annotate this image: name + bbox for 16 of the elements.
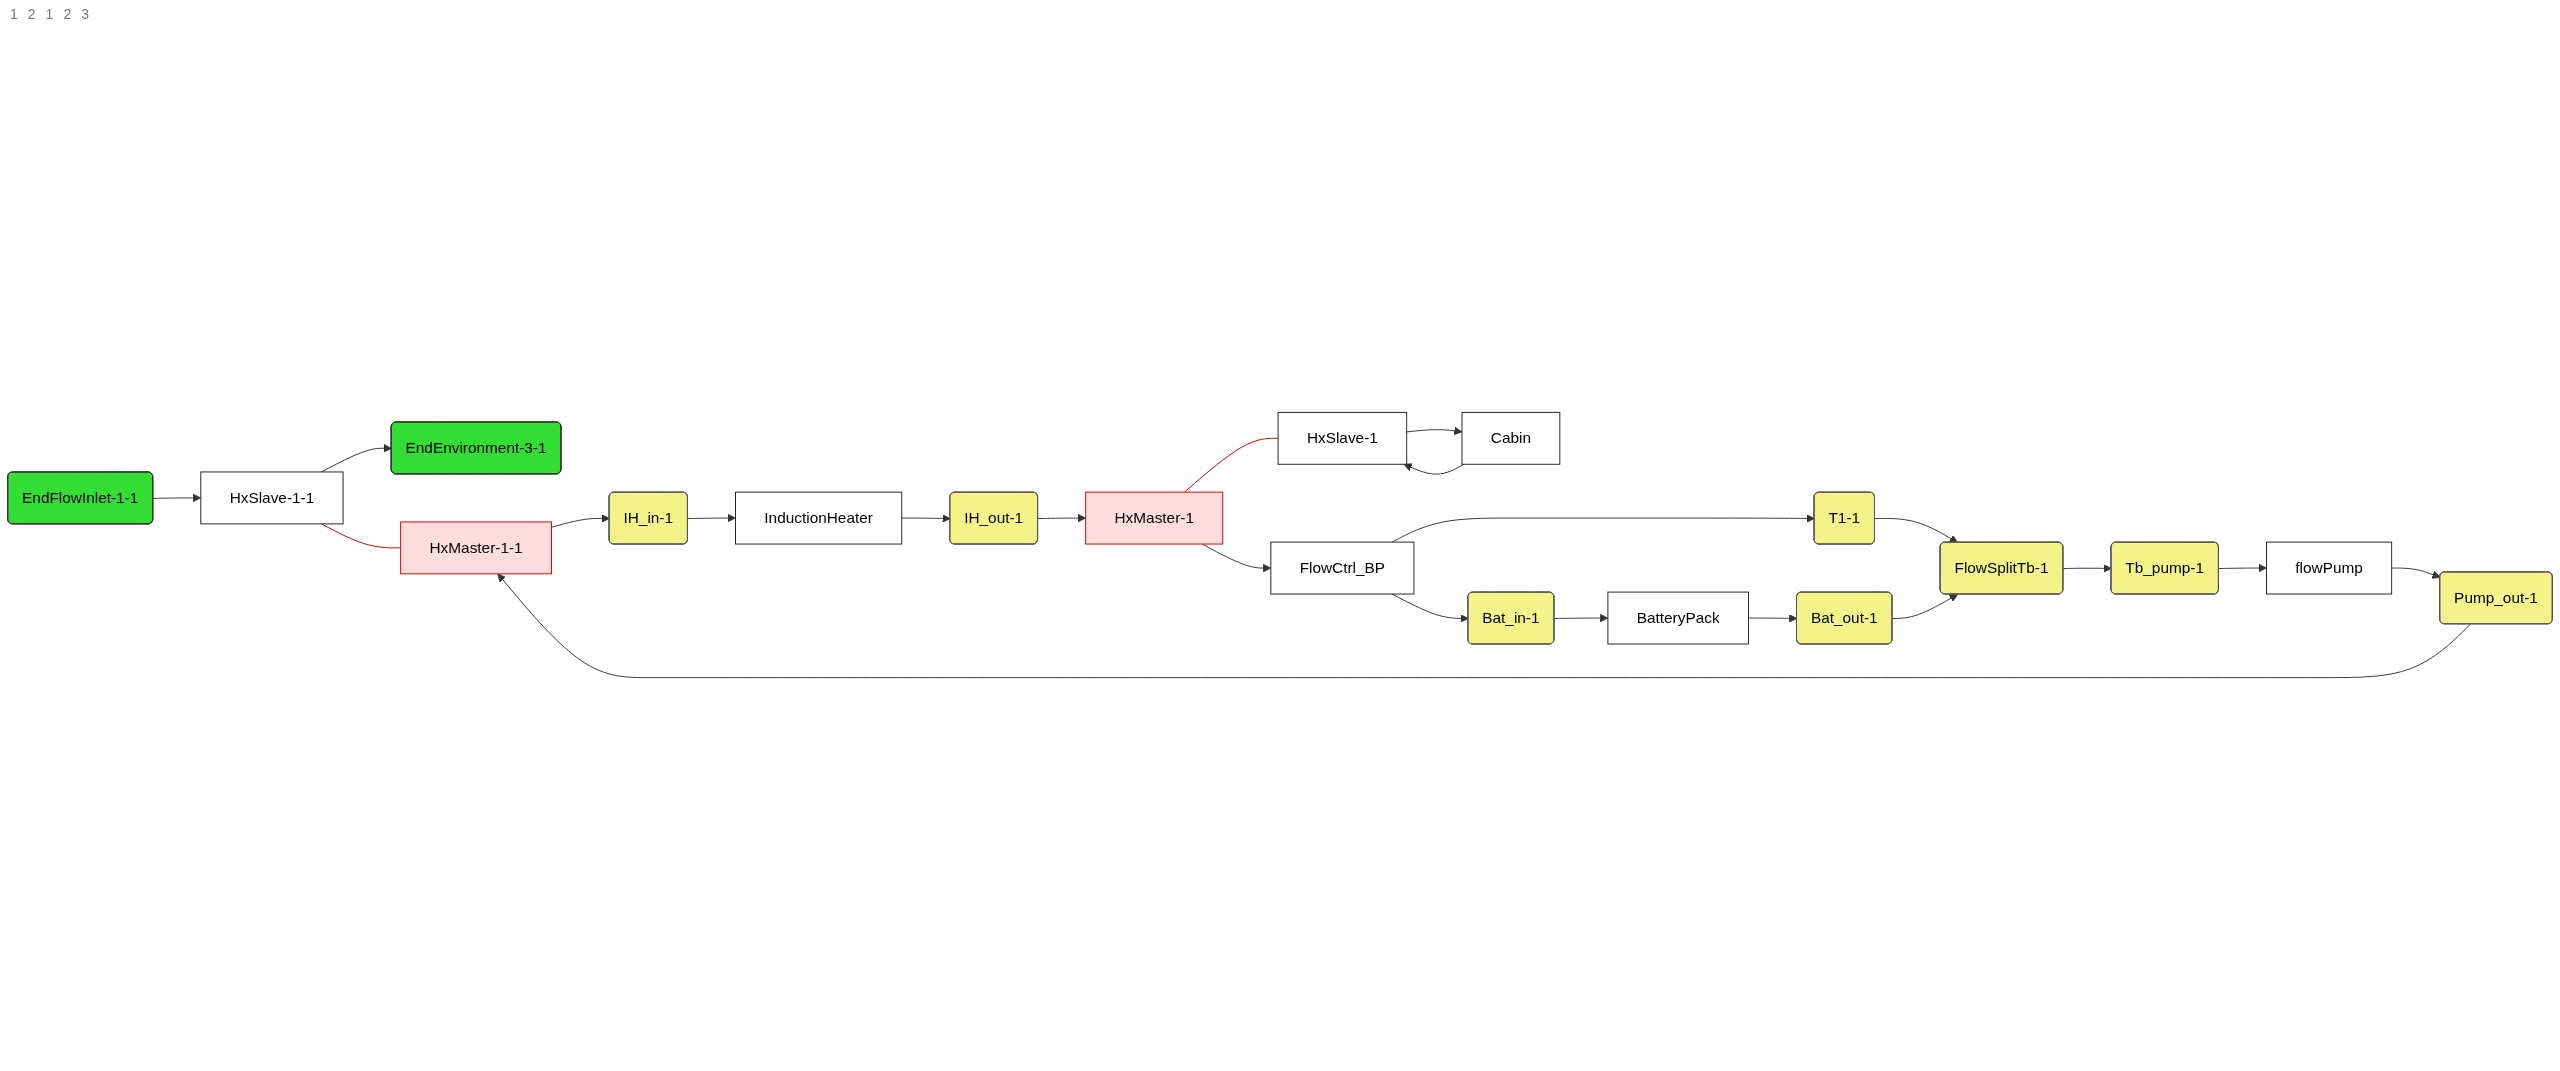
node-box: InductionHeater — [735, 491, 903, 545]
node-box: HxSlave-1-1 — [200, 471, 344, 525]
port-number: 2 — [63, 6, 72, 22]
node-box: Cabin — [1461, 411, 1561, 465]
port-number: 1 — [45, 6, 54, 22]
node-box: HxSlave-1 — [1277, 411, 1408, 465]
node-box: FlowCtrl_BP — [1270, 541, 1415, 595]
node-box: BatteryPack — [1607, 591, 1749, 645]
connector — [1183, 437, 1279, 493]
connector — [320, 523, 402, 549]
port-number: 2 — [27, 6, 36, 22]
node-box: flowPump — [2266, 541, 2393, 595]
port-number: 3 — [81, 6, 89, 22]
port-number: 1 — [10, 6, 18, 22]
node-box: HxMaster-1 — [1085, 491, 1224, 545]
node-box: HxMaster-1-1 — [400, 521, 552, 575]
